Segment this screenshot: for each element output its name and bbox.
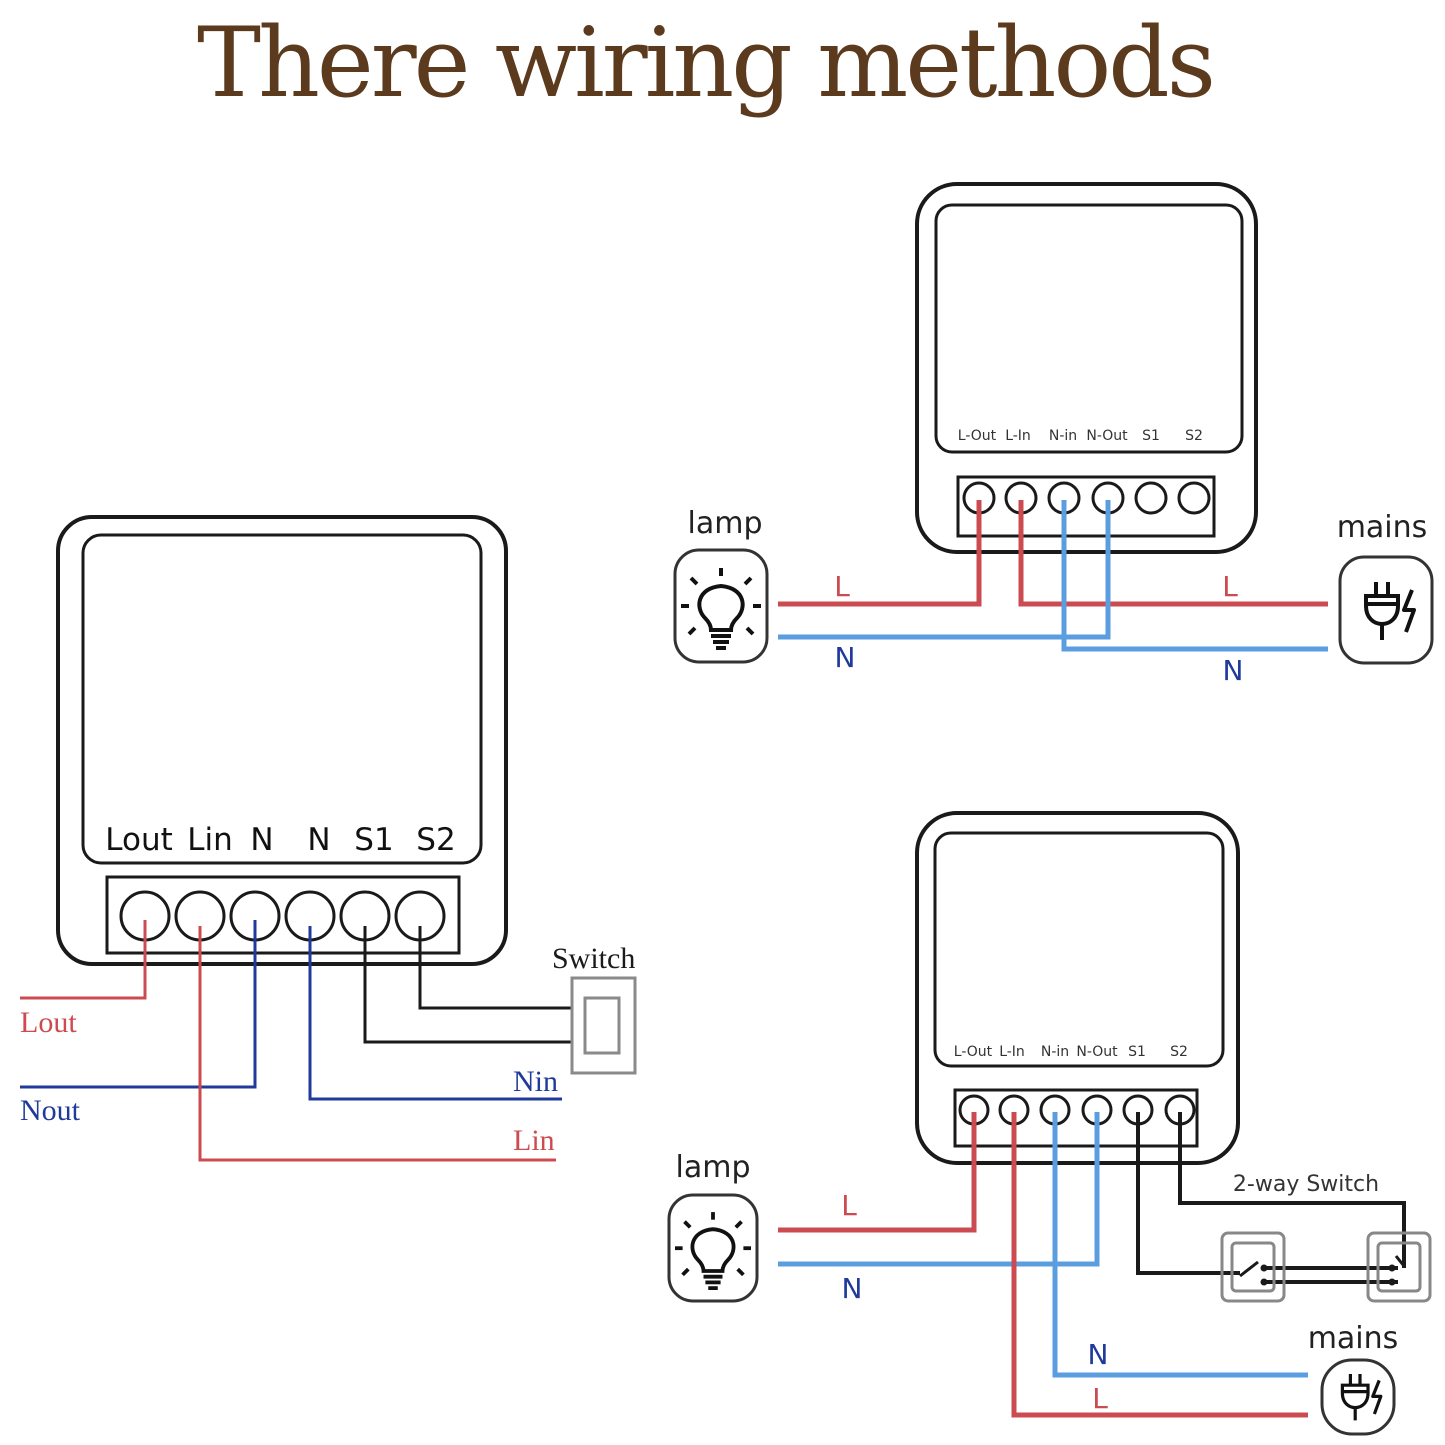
method3-lamp-n-wire <box>778 1112 1100 1267</box>
method2-terminal-label: L-Out <box>958 428 997 444</box>
method3-module-face <box>933 831 1225 1068</box>
method2-diagram: L-Out L-In N-in N-Out S1 S2 lamp mains L… <box>673 182 1434 687</box>
method3-mains-l-wire <box>1011 1112 1308 1418</box>
method1-terminal-label: Lout <box>105 822 173 858</box>
method2-mains-n-label: N <box>1223 654 1244 687</box>
method2-terminal-label: N-Out <box>1086 428 1128 444</box>
method3-mains-n-wire <box>1052 1112 1308 1378</box>
method1-terminal-label: N <box>250 822 273 858</box>
method1-nin-label: Nin <box>513 1065 558 1098</box>
page-title: There wiring methods <box>197 7 1213 119</box>
method3-terminal-label: S2 <box>1170 1044 1188 1060</box>
method1-terminal-label: Lin <box>187 822 233 858</box>
method3-terminal-label: L-In <box>999 1044 1025 1060</box>
method2-terminal-label: N-in <box>1049 428 1077 444</box>
method2-lamp-box <box>673 548 769 664</box>
method3-lamp-l-wire <box>778 1112 977 1233</box>
method2-lamp-l-label: L <box>834 570 850 603</box>
method1-nin-wire <box>308 926 562 1101</box>
method3-diagram: L-Out L-In N-in N-Out S1 S2 <box>667 811 1432 1436</box>
two-way-switch-icon <box>1366 1231 1432 1303</box>
method2-lamp-n-label: N <box>835 641 856 674</box>
method2-terminal-screw <box>1134 481 1168 515</box>
method1-terminal-label: S2 <box>416 822 455 858</box>
method1-lin-label: Lin <box>513 1124 555 1157</box>
method1-switch-rocker <box>583 996 621 1055</box>
method2-terminal-screw <box>1177 481 1211 515</box>
method1-nout-label: Nout <box>20 1094 81 1127</box>
method2-lamp-n-wire <box>778 500 1111 640</box>
method1-terminal-label: N <box>307 822 330 858</box>
method1-lout-label: Lout <box>20 1006 77 1039</box>
method2-terminal-block <box>956 475 1216 538</box>
method3-terminal-label: N-in <box>1041 1044 1069 1060</box>
method2-mains-l-label: L <box>1222 570 1238 603</box>
method3-mains-n-label: N <box>1088 1338 1109 1371</box>
method2-terminal-label: S1 <box>1142 428 1160 444</box>
method3-terminal-label: L-Out <box>954 1044 993 1060</box>
method1-switch-label: Switch <box>552 942 635 975</box>
method2-mains-n-wire <box>1061 500 1328 652</box>
method3-mains-box <box>1320 1358 1396 1436</box>
method3-lamp-box <box>667 1193 759 1303</box>
method3-lamp-l-label: L <box>841 1189 857 1222</box>
method1-nout-wire <box>20 920 257 1089</box>
two-way-switch-icon <box>1220 1231 1286 1303</box>
method2-mains-l-wire <box>1018 500 1328 607</box>
method3-s2-wire <box>1178 1112 1406 1268</box>
method3-mains-label: mains <box>1308 1321 1399 1356</box>
method3-switch-label: 2-way Switch <box>1233 1172 1379 1197</box>
method2-terminal-label: S2 <box>1185 428 1203 444</box>
method1-s2-wire <box>418 926 572 1010</box>
method3-lamp-n-label: N <box>842 1272 863 1305</box>
method1-module-face <box>81 533 483 865</box>
method3-s1-wire <box>1136 1112 1240 1275</box>
method1-lin-wire <box>198 926 556 1162</box>
method2-mains-box <box>1338 555 1434 665</box>
method3-terminal-label: N-Out <box>1076 1044 1118 1060</box>
method1-diagram: Lout Lin N N S1 S2 Switch Lout Nout Nin … <box>20 515 637 1162</box>
method2-lamp-label: lamp <box>688 506 763 541</box>
method2-lamp-l-wire <box>778 500 982 607</box>
method1-lout-wire <box>20 920 147 1000</box>
method3-lamp-label: lamp <box>676 1150 751 1185</box>
method3-mains-l-label: L <box>1092 1382 1108 1415</box>
method2-mains-label: mains <box>1337 510 1428 545</box>
method1-s1-wire <box>363 926 572 1044</box>
method3-terminal-label: S1 <box>1128 1044 1146 1060</box>
method1-terminal-label: S1 <box>354 822 393 858</box>
method2-terminal-label: L-In <box>1005 428 1031 444</box>
method2-module-face <box>934 203 1244 454</box>
method3-terminal-block <box>953 1088 1199 1148</box>
